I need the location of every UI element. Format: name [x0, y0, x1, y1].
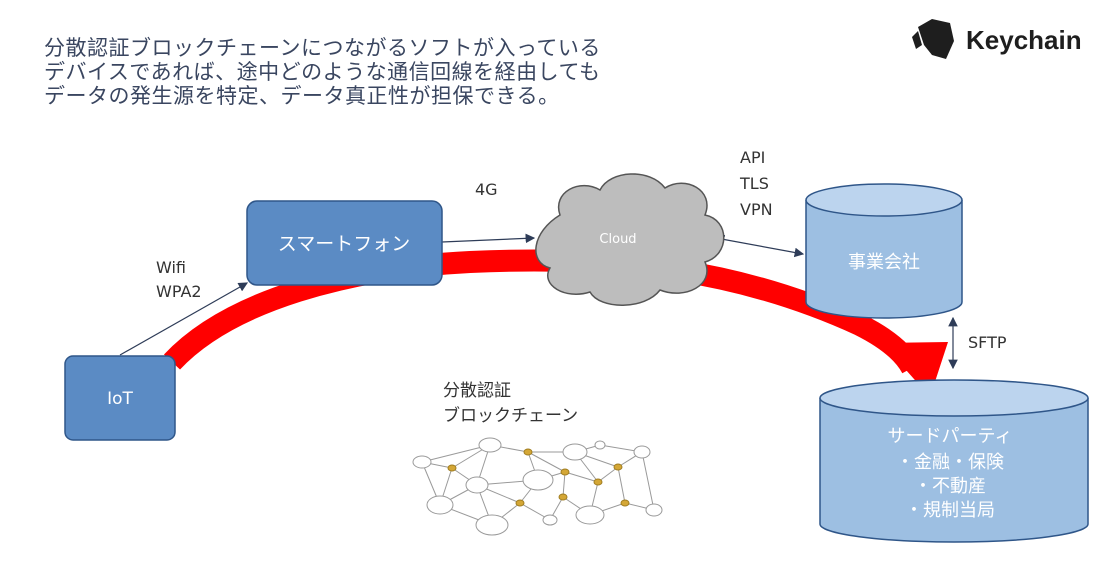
headline-line-1: 分散認証ブロックチェーンにつながるソフトが入っている — [44, 36, 601, 60]
iot-label: IoT — [107, 389, 133, 409]
sftp-label: SFTP — [968, 333, 1007, 352]
headline-line-2: デバイスであれば、途中どのような通信回線を経由しても — [44, 60, 601, 84]
wifi-label: Wifi — [156, 258, 186, 277]
tls-label: TLS — [740, 174, 769, 193]
vpn-label: VPN — [740, 200, 773, 219]
blockchain-label-line-2: ブロックチェーン — [443, 406, 579, 426]
blockchain-network-graphic — [412, 437, 663, 536]
headline-line-3: データの発生源を特定、データ真正性が担保できる。 — [44, 84, 560, 108]
company-label: 事業会社 — [848, 252, 920, 273]
third-party-node: サードパーティ ・金融・保険 ・不動産 ・規制当局 — [819, 379, 1089, 543]
headline: 分散認証ブロックチェーンにつながるソフトが入っている デバイスであれば、途中どの… — [44, 36, 724, 108]
cloud-label: Cloud — [599, 232, 636, 247]
third-party-item-finance: ・金融・保険 — [896, 452, 1004, 473]
phone-cloud-connector — [441, 233, 536, 244]
smartphone-label: スマートフォン — [278, 233, 410, 255]
logo-text: Keychain — [966, 24, 1082, 55]
iot-node: IoT — [64, 355, 176, 441]
keychain-logo-icon — [912, 19, 954, 59]
company-node: 事業会社 — [805, 183, 963, 319]
cloud-node: Cloud — [535, 173, 725, 306]
blockchain-label-line-1: 分散認証 — [443, 381, 511, 401]
api-label: API — [740, 148, 766, 167]
wpa2-label: WPA2 — [156, 282, 202, 301]
iot-phone-connector — [119, 282, 249, 356]
third-party-item-regulators: ・規制当局 — [905, 500, 995, 521]
smartphone-node: スマートフォン — [246, 200, 443, 286]
third-party-title: サードパーティ — [888, 426, 1013, 447]
third-party-item-realestate: ・不動産 — [914, 476, 986, 497]
keychain-logo: Keychain — [910, 14, 1082, 66]
cloud-company-connector — [714, 234, 805, 258]
4g-label: 4G — [475, 180, 498, 199]
